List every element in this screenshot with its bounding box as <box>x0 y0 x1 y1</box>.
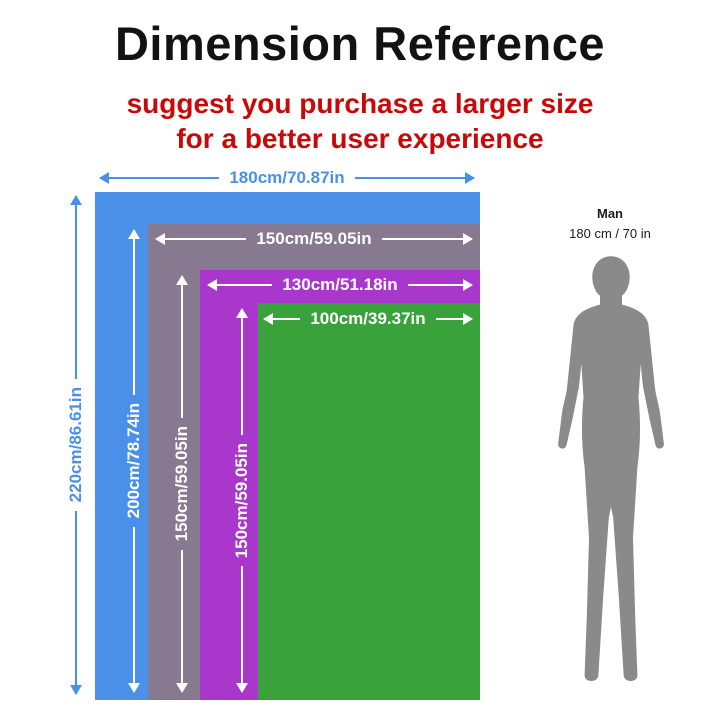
width-label-text: 180cm/70.87in <box>229 168 345 187</box>
arrow-up-icon <box>133 230 135 396</box>
arrow-down-icon <box>241 566 243 692</box>
man-name: Man <box>597 206 623 221</box>
arrow-left-icon <box>264 318 301 320</box>
arrow-up-icon <box>75 196 77 380</box>
arrow-left-icon <box>156 238 247 240</box>
height-label-200cm: 200cm/78.74in <box>121 230 147 692</box>
arrow-left-icon <box>100 177 220 179</box>
man-height: 180 cm / 70 in <box>569 225 651 241</box>
page-title: Dimension Reference <box>114 17 606 70</box>
height-label-220cm: 220cm/86.61in <box>63 196 89 694</box>
subtitle-line-1: suggest you purchase a larger size <box>126 88 594 119</box>
arrow-down-icon <box>75 510 77 694</box>
arrow-right-icon <box>354 177 474 179</box>
arrow-right-icon <box>381 238 472 240</box>
height-label-text: 150cm/59.05in <box>232 442 251 559</box>
width-label-100cm: 100cm/39.37in <box>264 308 472 330</box>
height-label-text: 200cm/78.74in <box>124 403 143 519</box>
arrow-right-icon <box>407 284 472 286</box>
width-label-180cm: 180cm/70.87in <box>100 167 474 189</box>
size-rect-100x150 <box>258 303 480 700</box>
width-label-text: 150cm/59.05in <box>256 229 372 248</box>
arrow-up-icon <box>241 309 243 435</box>
width-label-text: 130cm/51.18in <box>282 275 398 294</box>
man-label: Man 180 cm / 70 in <box>540 204 680 243</box>
width-label-130cm: 130cm/51.18in <box>208 274 472 296</box>
width-label-150cm: 150cm/59.05in <box>156 228 472 250</box>
man-silhouette-icon <box>558 256 664 682</box>
arrow-down-icon <box>181 549 183 692</box>
arrow-right-icon <box>435 318 472 320</box>
height-label-text: 220cm/86.61in <box>66 387 85 503</box>
arrow-down-icon <box>133 526 135 692</box>
subtitle-line-2: for a better user experience <box>176 123 544 154</box>
arrow-left-icon <box>208 284 273 286</box>
subtitle: suggest you purchase a larger size for a… <box>0 86 720 156</box>
height-label-150cm-a: 150cm/59.05in <box>169 276 195 692</box>
arrow-up-icon <box>181 276 183 419</box>
height-label-150cm-b: 150cm/59.05in <box>229 309 255 692</box>
width-label-text: 100cm/39.37in <box>310 309 426 328</box>
height-label-text: 150cm/59.05in <box>172 426 191 542</box>
